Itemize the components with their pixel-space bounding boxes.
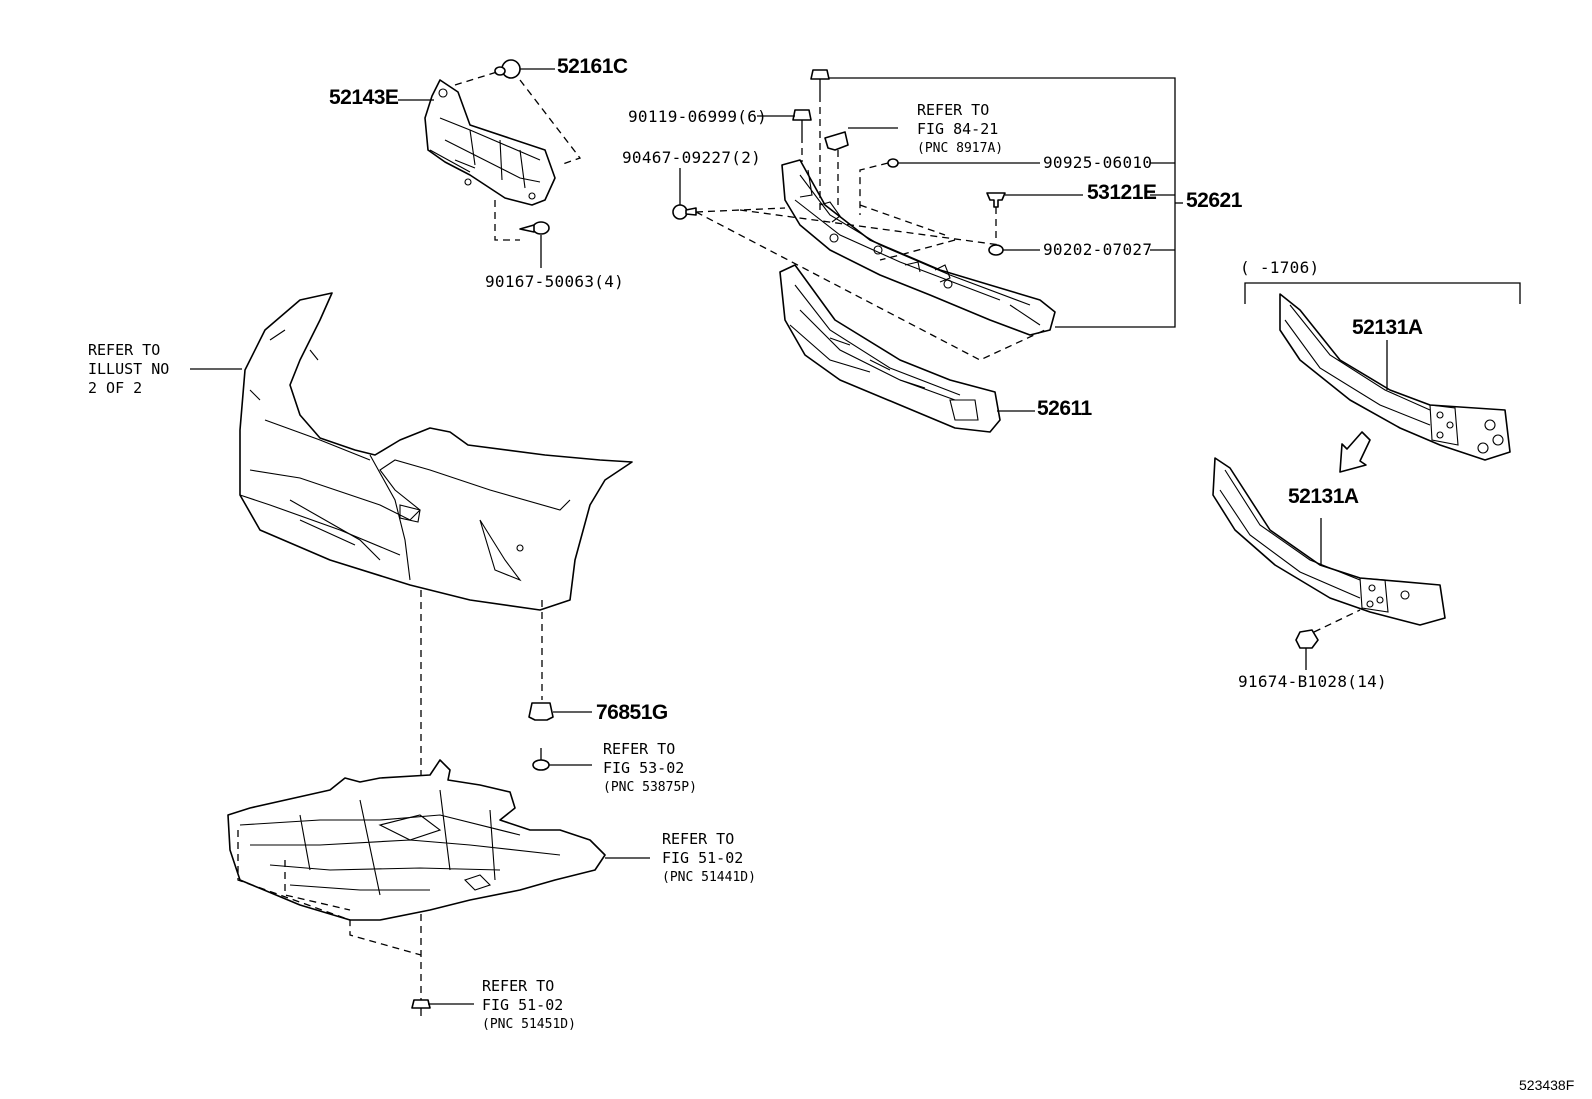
ref-line: REFER TO: [662, 830, 735, 848]
label-90467[interactable]: 90467-09227(2): [622, 148, 762, 167]
clip-76851g[interactable]: [528, 702, 554, 721]
ref-line: REFER TO: [482, 977, 555, 995]
bracket-52143e[interactable]: [424, 79, 556, 206]
absorber-52611[interactable]: [779, 264, 1001, 433]
label-90925[interactable]: 90925-06010: [1043, 153, 1153, 172]
screw-53875p[interactable]: [532, 748, 550, 771]
label-90167[interactable]: 90167-50063(4): [485, 272, 625, 291]
ref-line: ILLUST NO: [88, 360, 170, 378]
ref-line: REFER TO: [917, 101, 990, 119]
reinforcement-52131a-top[interactable]: [1279, 293, 1511, 461]
label-52161c[interactable]: 52161C: [557, 55, 628, 78]
ref-line: REFER TO: [88, 341, 161, 359]
ref-line: FIG 51-02: [662, 849, 744, 867]
nut-90467[interactable]: [672, 204, 697, 220]
clip-8917a[interactable]: [824, 131, 849, 151]
ref-line: REFER TO: [603, 740, 676, 758]
ref-fig-51-02-cover[interactable]: REFER TO FIG 51-02 (PNC 51441D): [662, 830, 756, 887]
retainer-52621[interactable]: [781, 159, 1056, 336]
ref-line: (PNC 8917A): [917, 141, 1004, 156]
label-52143e[interactable]: 52143E: [329, 86, 399, 109]
front-bumper-cover[interactable]: [239, 292, 633, 611]
ref-fig-51-02-bolt[interactable]: REFER TO FIG 51-02 (PNC 51451D): [482, 977, 576, 1034]
ref-illust-no[interactable]: REFER TO ILLUST NO 2 OF 2: [88, 341, 169, 398]
ref-line: (PNC 53875P): [603, 780, 697, 795]
label-52131a-bottom[interactable]: 52131A: [1288, 485, 1359, 508]
label-52611[interactable]: 52611: [1037, 397, 1092, 420]
engine-under-cover[interactable]: [227, 759, 606, 921]
ref-line: 2 OF 2: [88, 379, 143, 397]
ref-line: (PNC 51441D): [662, 870, 756, 885]
label-91674[interactable]: 91674-B1028(14): [1238, 672, 1387, 691]
ref-line: FIG 84-21: [917, 120, 999, 138]
label-90202[interactable]: 90202-07027: [1043, 240, 1153, 259]
ref-fig-84-21[interactable]: REFER TO FIG 84-21 (PNC 8917A): [917, 101, 1003, 158]
label-52621[interactable]: 52621: [1186, 189, 1242, 212]
bolt-90167[interactable]: [519, 221, 550, 235]
range-label: ( -1706): [1240, 258, 1320, 277]
clip-52161c[interactable]: [494, 59, 521, 79]
arrow-icon: [1339, 431, 1371, 473]
label-53121e[interactable]: 53121E: [1087, 181, 1157, 204]
ref-line: (PNC 51451D): [482, 1017, 576, 1032]
ref-fig-53-02[interactable]: REFER TO FIG 53-02 (PNC 53875P): [603, 740, 697, 797]
diagram-id: 523438F: [1519, 1077, 1575, 1093]
washer-90202[interactable]: [988, 244, 1004, 256]
bolt-91674[interactable]: [1295, 629, 1319, 649]
reinforcement-52131a-bottom[interactable]: [1212, 457, 1446, 626]
label-52131a-top[interactable]: 52131A: [1352, 316, 1423, 339]
bolt-51451d[interactable]: [411, 999, 431, 1016]
ref-line: FIG 53-02: [603, 759, 685, 777]
label-76851g[interactable]: 76851G: [596, 701, 668, 724]
bolt-90119-top[interactable]: [810, 69, 830, 95]
bolt-90119[interactable]: [792, 109, 812, 136]
label-90119[interactable]: 90119-06999(6): [628, 107, 768, 126]
clip-53121e[interactable]: [986, 192, 1006, 208]
ref-line: FIG 51-02: [482, 996, 564, 1014]
clip-90925[interactable]: [887, 158, 899, 168]
